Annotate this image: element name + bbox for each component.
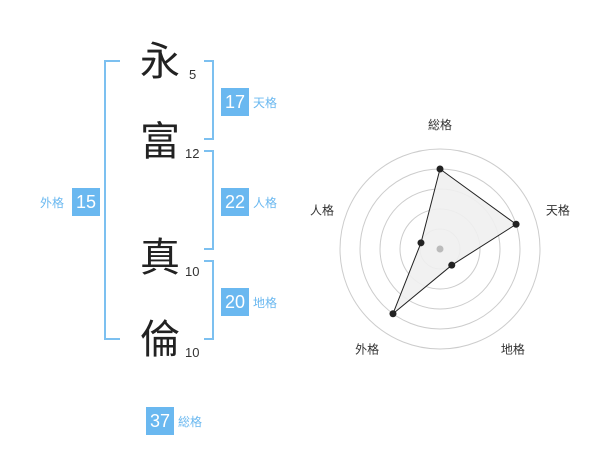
soukaku-label: 総格 [178,415,203,429]
radar-point-1 [436,165,444,173]
chikaku-score: 20 [221,288,249,316]
jinkaku-bracket [204,150,214,250]
name-char-4: 倫 [140,317,180,363]
radar-points [389,165,520,318]
stroke-count-2: 12 [185,146,200,161]
chikaku-bracket [204,260,214,340]
radar-axis-label-5: 人格 [310,203,334,218]
radar-polygon [392,168,517,315]
radar-center-dot [436,245,444,253]
name-char-2: 富 [140,119,180,165]
tenkaku-bracket [204,60,214,140]
tenkaku-score: 17 [221,88,249,116]
jinkaku-label: 人格 [253,196,278,210]
radar-axis-label-3: 地格 [501,341,525,356]
radar-axis-label-2: 天格 [546,203,570,218]
gaikaku-bracket [104,60,120,340]
stroke-count-3: 10 [185,264,200,279]
radar-point-5 [417,239,425,247]
radar-axis-label-1: 総格 [428,117,452,132]
radar-point-3 [448,261,456,269]
jinkaku-score: 22 [221,188,249,216]
chikaku-label: 地格 [253,296,278,310]
name-char-1: 永 [140,39,180,85]
radar-point-4 [389,310,397,318]
tenkaku-label: 天格 [253,96,278,110]
name-char-3: 真 [140,235,180,281]
radar-ring-5 [339,148,541,350]
stroke-count-4: 10 [185,345,200,360]
stroke-count-1: 5 [189,67,197,82]
gaikaku-score: 15 [72,188,100,216]
soukaku-score: 37 [146,407,174,435]
gaikaku-label: 外格 [40,196,65,210]
radar-point-2 [512,220,520,228]
radar-axis-label-4: 外格 [355,341,379,356]
